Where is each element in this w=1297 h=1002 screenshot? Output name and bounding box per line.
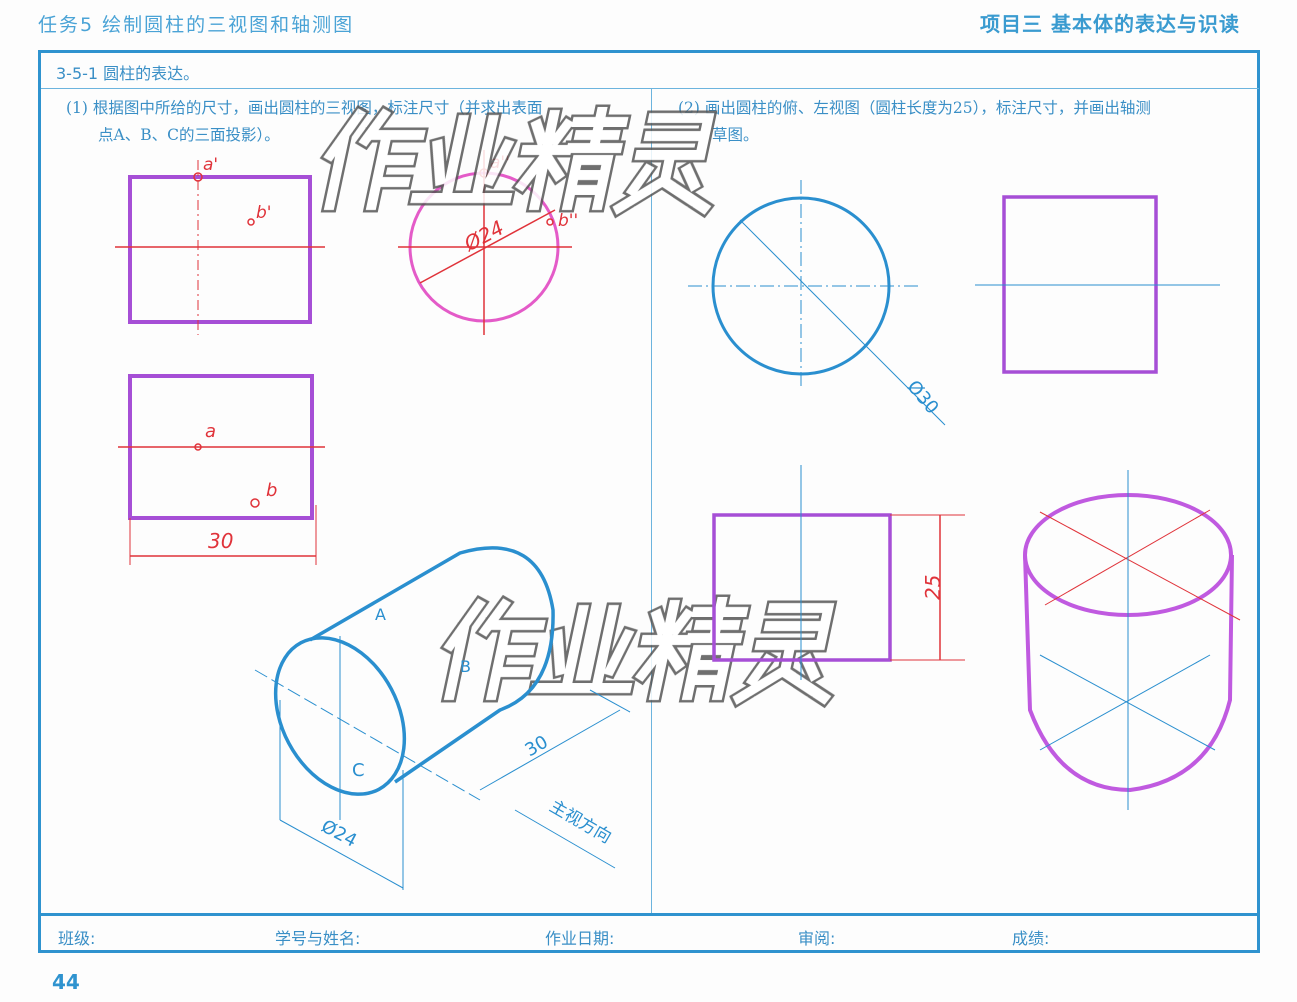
point-a-top-label: a bbox=[205, 421, 216, 442]
part2-side-view bbox=[975, 195, 1220, 374]
watermark-logo bbox=[319, 112, 844, 698]
task-title: 任务5 绘制圆柱的三视图和轴测图 bbox=[38, 14, 355, 36]
divider bbox=[41, 913, 1259, 916]
exercise-frame bbox=[38, 50, 1260, 953]
view-direction-label: 主视方向 bbox=[546, 797, 615, 848]
question-1-line1: (1) 根据图中所给的尺寸，画出圆柱的三视图，标注尺寸（并求出表面 bbox=[66, 99, 543, 117]
part2-length-label: 25 bbox=[921, 575, 945, 600]
point-C-label: C bbox=[352, 760, 365, 781]
divider bbox=[41, 88, 1259, 89]
project-title: 项目三 基本体的表达与识读 bbox=[980, 12, 1240, 36]
id-name-field-label: 学号与姓名: bbox=[275, 929, 361, 948]
question-2-line1: (2) 画出圆柱的俯、左视图（圆柱长度为25），标注尺寸，并画出轴测 bbox=[678, 99, 1151, 117]
date-field-label: 作业日期: bbox=[545, 929, 615, 948]
question-2-line2: 草图。 bbox=[712, 126, 759, 144]
part2-front-view: Ø30 bbox=[688, 180, 946, 426]
part2-top-view: 25 bbox=[712, 465, 965, 680]
front-view: a' b' bbox=[115, 155, 325, 335]
part2-diameter-label: Ø30 bbox=[903, 376, 943, 418]
point-b-front-label: b' bbox=[256, 203, 271, 223]
divider bbox=[651, 89, 652, 913]
top-width-label: 30 bbox=[208, 529, 233, 553]
point-b-side-label: b'' bbox=[558, 211, 578, 231]
point-b-top-label: b bbox=[266, 480, 277, 501]
part2-isometric-sketch bbox=[1023, 470, 1241, 810]
section-title: 3-5-1 圆柱的表达。 bbox=[56, 64, 200, 83]
question-1-line2: 点A、B、C的三面投影）。 bbox=[98, 126, 280, 144]
point-a-front-label: a' bbox=[203, 155, 218, 175]
iso-length-label: 30 bbox=[522, 732, 552, 762]
grade-field-label: 成绩: bbox=[1012, 929, 1050, 948]
question-2: (2) 画出圆柱的俯、左视图（圆柱长度为25），标注尺寸，并画出轴测 草图。 bbox=[678, 95, 1151, 149]
question-1: (1) 根据图中所给的尺寸，画出圆柱的三视图，标注尺寸（并求出表面 点A、B、C… bbox=[66, 95, 542, 149]
point-B-label: B bbox=[460, 657, 471, 676]
top-view: a b 30 bbox=[118, 374, 325, 565]
page-number: 44 bbox=[52, 970, 80, 994]
point-A-label: A bbox=[375, 605, 386, 624]
class-field-label: 班级: bbox=[58, 929, 96, 948]
iso-diameter-label: Ø24 bbox=[318, 816, 361, 852]
isometric-cylinder: A B C 30 Ø24 主视方向 bbox=[254, 546, 631, 890]
review-field-label: 审阅: bbox=[798, 929, 836, 948]
